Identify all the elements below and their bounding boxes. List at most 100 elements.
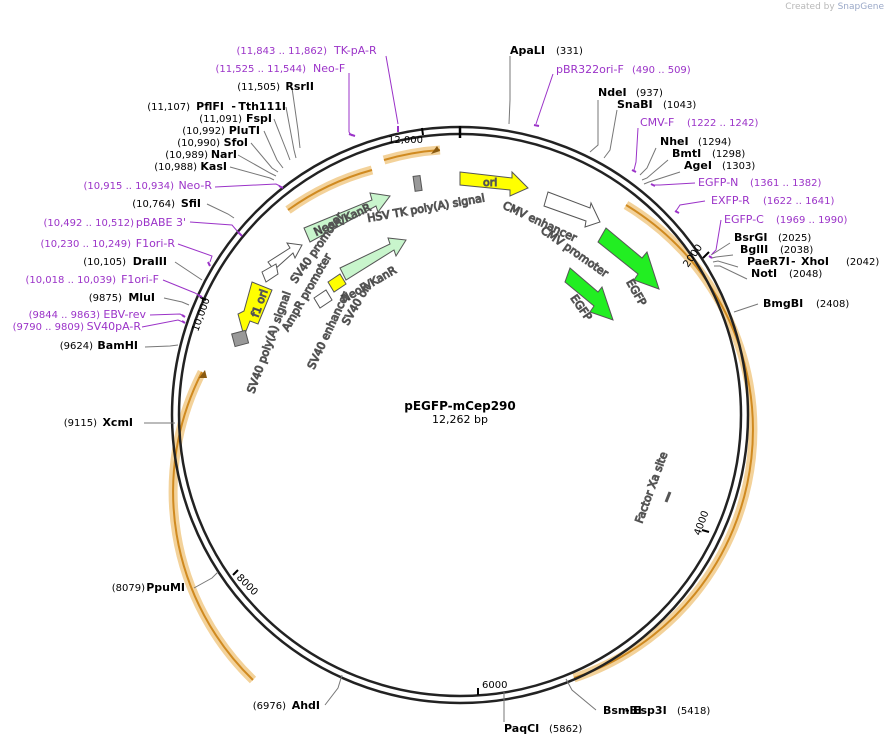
site-bmti-pos: (1298) (712, 149, 745, 160)
site-pflfi-pos: (11,107) (147, 102, 190, 113)
site-bmgbi-pos: (2408) (816, 299, 849, 310)
site-bamhi-name: BamHI (97, 339, 138, 352)
primer-cmv-f-pos: (1222 .. 1242) (687, 118, 759, 129)
primer-tk-pa-r-pos: (11,843 .. 11,862) (237, 46, 328, 57)
site-apali-name: ApaLI (510, 44, 545, 57)
site-ndei-name: NdeI (598, 86, 627, 99)
site-nari-name: NarI (211, 148, 237, 161)
site-ppumi-name: PpuMI (146, 581, 185, 594)
site-xcmi-pos: (9115) (64, 418, 97, 429)
site-labels-right: ApaLI (331) NdeI (937) SnaBI (1043) NheI… (504, 44, 879, 735)
primer-exfp-r-pos: (1622 .. 1641) (763, 196, 835, 207)
primer-sv40pa-r-name: SV40pA-R (87, 320, 142, 333)
svg-text:-: - (625, 704, 630, 717)
primer-f1ori-f-name: F1ori-F (121, 273, 159, 286)
feature-ori (459, 170, 529, 197)
site-nhei-pos: (1294) (698, 137, 731, 148)
site-fspi-name: FspI (246, 112, 272, 125)
primer-neo-f-name: Neo-F (313, 62, 345, 75)
feature-cmv-enhancer (543, 191, 601, 228)
site-snabi-name: SnaBI (617, 98, 653, 111)
svg-text:-: - (231, 100, 236, 113)
feature-f1-ori (237, 281, 273, 338)
tick-label-6000: 6000 (482, 680, 507, 691)
site-snabi-pos: (1043) (663, 100, 696, 111)
site-rsrii-pos: (11,505) (237, 82, 280, 93)
site-noti-pos: (2048) (789, 269, 822, 280)
primer-pbr322ori-f-name: pBR322ori-F (556, 63, 624, 76)
primer-egfp-n-name: EGFP-N (698, 176, 738, 189)
site-ndei-pos: (937) (636, 88, 663, 99)
svg-text:-: - (791, 255, 796, 268)
feature-sv40-promoter (267, 242, 303, 271)
primer-egfp-n-pos: (1361 .. 1382) (750, 178, 822, 189)
feature-ori-label: ori (483, 176, 497, 189)
primer-leaders (141, 55, 722, 328)
site-bglii-pos: (2038) (780, 245, 813, 256)
site-draiii-pos: (10,105) (83, 257, 126, 268)
feature-egfp-outer (597, 227, 660, 290)
site-pluti-pos: (10,992) (182, 126, 225, 137)
primer-neo-r-pos: (10,915 .. 10,934) (84, 181, 175, 192)
primer-tk-pa-r-name: TK-pA-R (333, 44, 377, 57)
site-sfoi-name: SfoI (224, 136, 248, 149)
primer-f1ori-r-pos: (10,230 .. 10,249) (41, 239, 132, 250)
primer-pbr322ori-f-pos: (490 .. 509) (632, 65, 691, 76)
site-bmti-name: BmtI (672, 147, 701, 160)
primer-f1ori-f-pos: (10,018 .. 10,039) (26, 275, 117, 286)
feature-sv40-polya (231, 329, 250, 348)
site-ahdi-name: AhdI (292, 699, 320, 712)
site-xhoi-name: XhoI (801, 255, 829, 268)
highlight-arcs (168, 145, 758, 684)
site-ahdi-pos: (6976) (253, 701, 286, 712)
watermark-prefix: Created by (785, 2, 835, 12)
site-nari-pos: (10,989) (165, 150, 208, 161)
feature-sv40-enhancer (313, 289, 333, 309)
site-tth111i-name: Tth111I (238, 100, 286, 113)
site-noti-name: NotI (751, 267, 777, 280)
site-bglii-name: BglII (740, 243, 768, 256)
feature-egfp-inner (564, 267, 614, 321)
primer-egfp-c-name: EGFP-C (724, 213, 764, 226)
site-sfoi-pos: (10,990) (177, 138, 220, 149)
primer-sv40pa-r-pos: (9790 .. 9809) (13, 322, 85, 333)
feature-hsv-tk-polya (412, 174, 423, 192)
site-apali-pos: (331) (556, 46, 583, 57)
site-mlui-pos: (9875) (89, 293, 122, 304)
primer-ebv-rev-name: EBV-rev (103, 308, 146, 321)
highlight-arrowheads (199, 146, 440, 378)
primer-neo-r-name: Neo-R (178, 179, 212, 192)
site-pluti-name: PluTI (229, 124, 260, 137)
site-sfii-name: SfiI (181, 197, 201, 210)
site-paer7i-name: PaeR7I (747, 255, 790, 268)
primer-egfp-c-pos: (1969 .. 1990) (776, 215, 848, 226)
site-bsrgi-name: BsrGI (734, 231, 767, 244)
site-bsrgi-pos: (2025) (778, 233, 811, 244)
primer-pbabe3-pos: (10,492 .. 10,512) (44, 218, 135, 229)
primer-f1ori-r-name: F1ori-R (136, 237, 176, 250)
site-kasi-name: KasI (200, 160, 227, 173)
site-fspi-pos: (11,091) (199, 114, 242, 125)
site-xhoi-pos: (2042) (846, 257, 879, 268)
site-bmgbi-name: BmgBI (763, 297, 803, 310)
feature-arrows: ori CMV enhancer CMV promoter EGFP EGFP … (231, 170, 672, 526)
site-paqci-name: PaqCI (504, 722, 539, 735)
site-draiii-name: DraIII (133, 255, 167, 268)
watermark-brand: SnapGene (837, 2, 884, 12)
plasmid-name: pEGFP-mCep290 (404, 399, 516, 413)
site-kasi-pos: (10,988) (154, 162, 197, 173)
site-sfii-pos: (10,764) (132, 199, 175, 210)
site-xcmi-name: XcmI (102, 416, 133, 429)
tick-label-12000: 12,000 (388, 135, 423, 146)
site-mlui-name: MluI (128, 291, 155, 304)
snapgene-watermark: Created by SnapGene (785, 2, 884, 12)
feature-neor-outer (303, 192, 391, 243)
site-nhei-name: NheI (660, 135, 689, 148)
primer-cmv-f-name: CMV-F (640, 116, 674, 129)
site-leaders (144, 56, 759, 722)
site-rsrii-name: RsrII (285, 80, 314, 93)
site-agei-name: AgeI (684, 159, 712, 172)
site-ppumi-pos: (8079) (112, 583, 145, 594)
feature-sv40-ori (327, 273, 347, 293)
